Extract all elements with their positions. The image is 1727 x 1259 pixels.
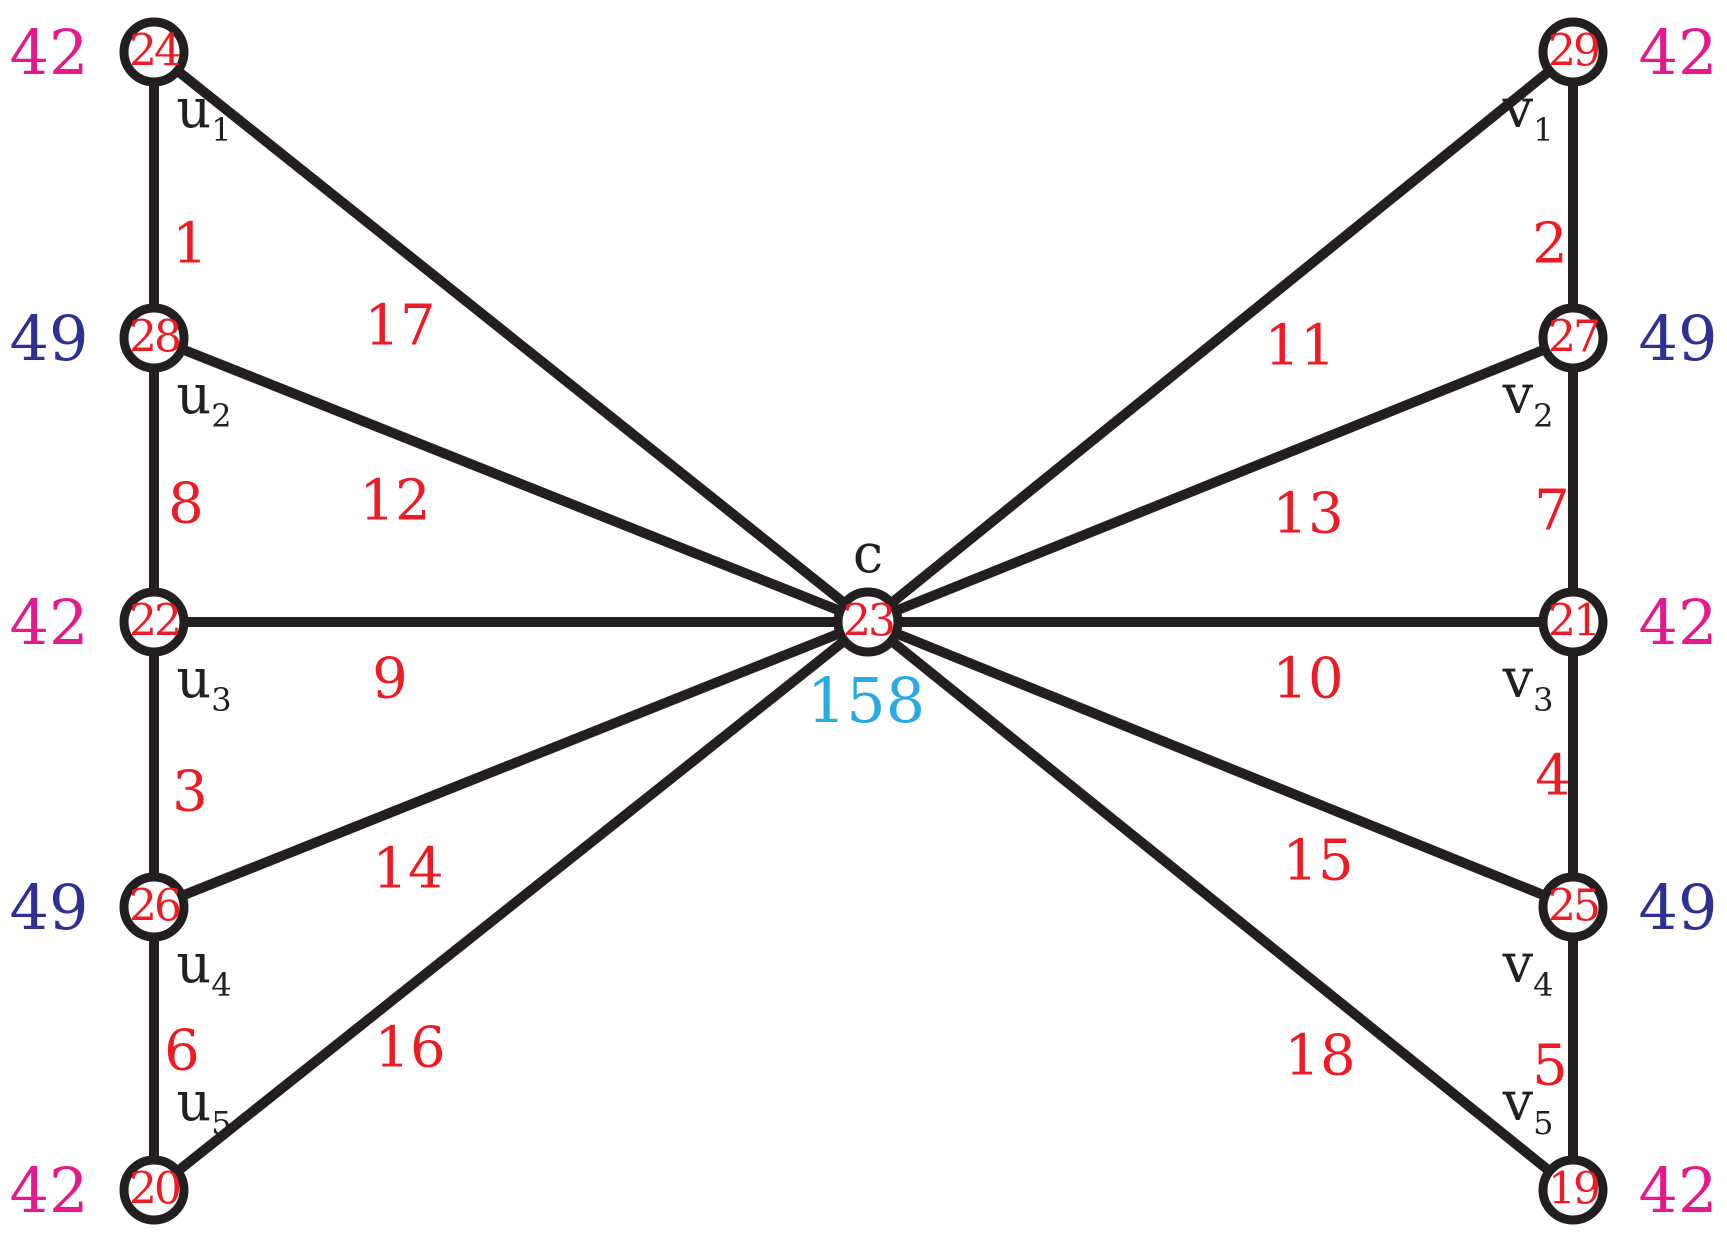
vertex-u2	[119, 303, 189, 373]
vertex-name-v5: v5	[1502, 1070, 1554, 1142]
edge-label-u2-c: 12	[359, 469, 430, 534]
vertex-sum-u4: 49	[10, 871, 89, 944]
vertex-v2	[1538, 303, 1608, 373]
vertex-name-u3: u3	[176, 647, 231, 719]
vertex-name-u2: u2	[176, 363, 231, 435]
vertex-name-base-v3: v	[1502, 647, 1534, 710]
vertex-name-v2: v2	[1502, 363, 1554, 435]
vertex-sum-u2: 49	[10, 302, 89, 375]
vertex-v4	[1538, 872, 1608, 942]
vertex-name-v4: v4	[1502, 932, 1554, 1004]
edge-label-u3-u4: 3	[172, 760, 208, 825]
edge-u4-c	[149, 617, 873, 912]
vertex-u5	[119, 1155, 189, 1225]
edge-label-v3-v4: 4	[1535, 744, 1571, 809]
vertex-label-u1: 24	[129, 26, 180, 77]
vertex-name-subscript-u3: 3	[211, 681, 231, 719]
vertex-name-base-v1: v	[1502, 77, 1534, 140]
vertex-name-subscript-v1: 1	[1533, 111, 1553, 149]
vertex-sum-u1: 42	[10, 16, 89, 89]
vertex-name-u1: u1	[176, 77, 231, 149]
vertex-name-c: c	[853, 522, 883, 585]
vertex-u3	[119, 587, 189, 657]
edge-label-u5-c: 16	[374, 1016, 445, 1081]
vertex-sum-u5: 42	[10, 1154, 89, 1227]
vertex-name-subscript-v4: 4	[1533, 966, 1553, 1004]
edge-c-v2	[863, 333, 1578, 627]
edge-label-u3-c: 9	[372, 647, 408, 712]
edge-label-u2-u3: 8	[168, 472, 204, 537]
vertex-name-base-u4: u	[176, 932, 211, 995]
vertex-v1	[1538, 17, 1608, 87]
edge-label-v1-v2: 2	[1532, 212, 1568, 277]
vertex-name-subscript-u2: 2	[211, 397, 231, 435]
edge-label-v4-v5: 5	[1532, 1034, 1568, 1099]
vertex-label-v4: 25	[1548, 881, 1598, 932]
vertex-sum-c: 158	[807, 664, 925, 737]
edge-c-v4	[863, 617, 1578, 912]
edge-label-u1-c: 17	[364, 294, 435, 359]
vertex-label-u3: 22	[129, 596, 179, 647]
edge-label-c-v4: 15	[1282, 829, 1353, 894]
edge-label-c-v5: 18	[1284, 1024, 1355, 1089]
edge-label-c-v3: 10	[1272, 647, 1343, 712]
vertex-u4	[119, 872, 189, 942]
vertex-v3	[1538, 587, 1608, 657]
vertex-name-u5: u5	[176, 1070, 231, 1142]
edge-c-v5	[863, 617, 1578, 1195]
vertex-label-u5: 20	[129, 1164, 180, 1215]
vertex-label-u2: 28	[129, 312, 180, 363]
edge-label-u4-c: 14	[372, 837, 443, 902]
vertex-name-subscript-u4: 4	[211, 966, 231, 1004]
vertex-name-subscript-v5: 5	[1533, 1104, 1553, 1142]
nodes-layer	[119, 17, 1608, 1225]
edge-u2-c	[149, 333, 873, 627]
edge-label-c-v1: 11	[1264, 314, 1335, 379]
vertex-label-c: 23	[843, 596, 893, 647]
vertex-name-v3: v3	[1502, 647, 1554, 719]
vertex-name-base-u3: u	[176, 647, 211, 710]
vertex-sum-v3: 42	[1639, 586, 1718, 659]
edge-label-v2-v3: 7	[1534, 479, 1570, 544]
vertex-c	[833, 587, 903, 657]
edge-u5-c	[149, 617, 873, 1195]
edge-label-c-v2: 13	[1272, 482, 1343, 547]
vertex-sum-v4: 49	[1639, 871, 1718, 944]
edge-u1-c	[149, 47, 873, 627]
vertex-name-base-u5: u	[176, 1070, 211, 1133]
edge-label-u1-u2: 1	[172, 212, 208, 277]
vertex-name-base-c: c	[853, 522, 883, 585]
vertex-name-u4: u4	[176, 932, 231, 1004]
vertex-name-v1: v1	[1502, 77, 1554, 149]
vertex-name-base-v4: v	[1502, 932, 1534, 995]
vertex-label-u4: 26	[129, 881, 180, 932]
vertex-name-subscript-u1: 1	[211, 111, 231, 149]
vertex-name-subscript-v3: 3	[1533, 681, 1553, 719]
edge-label-u4-u5: 6	[164, 1019, 200, 1084]
vertex-name-subscript-u5: 5	[211, 1104, 231, 1142]
vertex-v5	[1538, 1155, 1608, 1225]
vertex-sum-v1: 42	[1639, 16, 1718, 89]
edges-layer	[149, 47, 1578, 1195]
vertex-label-v3: 21	[1548, 596, 1598, 647]
vertex-sum-v2: 49	[1639, 302, 1718, 375]
vertex-sum-v5: 42	[1639, 1154, 1718, 1227]
vertex-sum-u3: 42	[10, 586, 89, 659]
vertex-name-base-u2: u	[176, 363, 211, 426]
vertex-name-base-u1: u	[176, 77, 211, 140]
vertex-u1	[119, 17, 189, 87]
vertex-label-v2: 27	[1548, 312, 1598, 363]
vertex-name-base-v2: v	[1502, 363, 1534, 426]
vertex-name-subscript-v2: 2	[1533, 397, 1553, 435]
edge-c-v1	[863, 47, 1578, 627]
vertex-label-v1: 29	[1548, 26, 1599, 77]
vertex-label-v5: 19	[1548, 1164, 1599, 1215]
vertex-name-base-v5: v	[1502, 1070, 1534, 1133]
